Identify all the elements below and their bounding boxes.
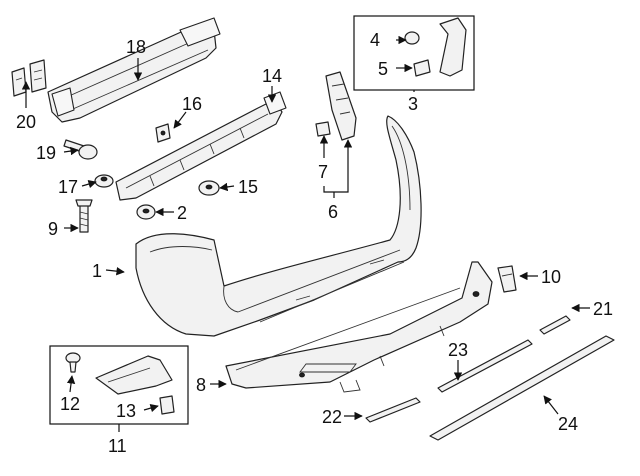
callout-23: 23	[448, 340, 468, 360]
fastener-part	[198, 180, 220, 196]
callout-3: 3	[408, 94, 418, 114]
callout-4: 4	[370, 30, 380, 50]
push-fastener-part	[63, 139, 98, 160]
callout-22: 22	[322, 407, 342, 427]
callout-21: 21	[593, 299, 613, 319]
trim-strip-24	[429, 335, 615, 441]
callout-2: 2	[177, 203, 187, 223]
callout-15: 15	[238, 177, 258, 197]
group-box-11	[49, 345, 189, 425]
callout-13: 13	[116, 401, 136, 421]
callout-8: 8	[196, 375, 206, 395]
callout-10: 10	[541, 267, 561, 287]
reinforcement-beam-part	[47, 17, 221, 123]
left-bracket-part	[11, 59, 47, 97]
callout-1: 1	[92, 261, 102, 281]
bumper-cover-part	[135, 115, 422, 337]
callout-16: 16	[182, 94, 202, 114]
group-box-3	[353, 15, 475, 91]
callout-14: 14	[262, 66, 282, 86]
callout-5: 5	[378, 59, 388, 79]
callout-19: 19	[36, 143, 56, 163]
side-bracket-part	[315, 71, 357, 141]
trim-strip-22	[365, 397, 421, 423]
bolt-part	[75, 199, 93, 233]
leader-lines	[21, 35, 590, 432]
retainer-part	[136, 204, 156, 220]
callout-20: 20	[16, 112, 36, 132]
clip-part	[94, 174, 114, 188]
callout-9: 9	[48, 219, 58, 239]
callout-11: 11	[108, 436, 127, 456]
right-bracket-part	[497, 265, 517, 293]
callout-7: 7	[318, 162, 328, 182]
lower-valance-part	[225, 261, 493, 393]
callout-labels: 18 20 16 14 19 17 15 2 9 1 4 5 3 7 6 10 …	[16, 30, 613, 456]
callout-17: 17	[58, 177, 78, 197]
callout-6: 6	[328, 202, 338, 222]
callout-24: 24	[558, 414, 578, 434]
trim-strip-21	[539, 315, 571, 335]
callout-18: 18	[126, 37, 146, 57]
callout-12: 12	[60, 394, 80, 414]
small-clip-part	[155, 123, 171, 143]
